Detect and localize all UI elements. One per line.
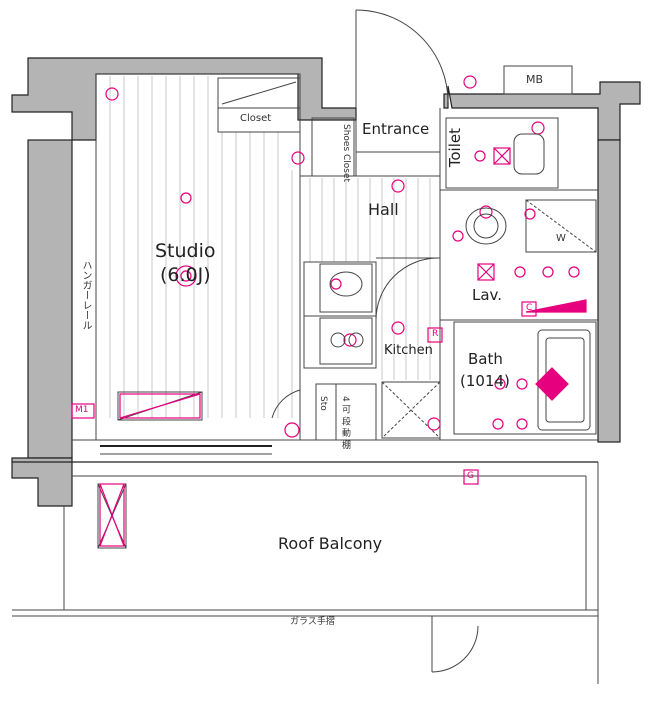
fixtures xyxy=(329,133,545,348)
studio-size-label: (6.0J) xyxy=(160,264,211,286)
hall-label: Hall xyxy=(368,200,399,219)
roof-balcony-label: Roof Balcony xyxy=(278,534,383,553)
outlet-marks xyxy=(71,75,587,547)
movable-shelf-label: 4 可 段 動 棚 xyxy=(340,396,350,450)
walls xyxy=(11,57,641,507)
storage-label: Sto xyxy=(318,396,328,411)
marker-r: R xyxy=(432,329,439,339)
marker-m1: M1 xyxy=(75,405,89,415)
lav-label: Lav. xyxy=(472,286,503,304)
marker-c: C xyxy=(526,303,533,313)
bath-size-label: (1014) xyxy=(460,372,510,390)
studio-label: Studio xyxy=(155,240,216,262)
marker-g: G xyxy=(467,471,474,481)
partitions xyxy=(12,65,599,684)
door-swings xyxy=(271,9,479,673)
mb-label: MB xyxy=(526,73,544,86)
shoes-closet-label: Shoes Closet xyxy=(341,124,351,183)
closet-label: Closet xyxy=(240,113,272,124)
toilet-label: Toilet xyxy=(446,128,464,168)
bath-label: Bath xyxy=(468,350,503,368)
entrance-label: Entrance xyxy=(362,120,430,138)
kitchen-label: Kitchen xyxy=(384,343,433,358)
hanger-rail-label: ハンガーレール xyxy=(80,260,91,330)
glass-handrail-label: ガラス手摺 xyxy=(290,617,335,627)
washer-label: W xyxy=(556,233,566,244)
floor-hatch xyxy=(109,76,431,418)
